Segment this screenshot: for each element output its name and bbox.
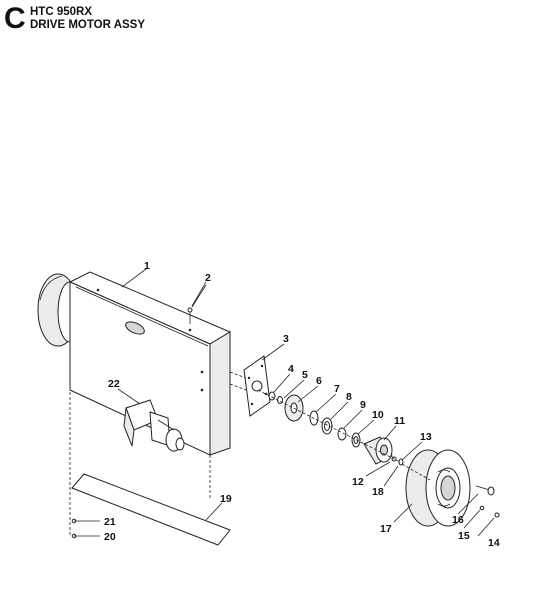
callout-2: 2	[205, 272, 211, 284]
callout-3: 3	[283, 333, 289, 345]
callout-1: 1	[144, 260, 150, 272]
ring-8	[321, 417, 333, 435]
callout-5: 5	[302, 369, 308, 381]
model-name: HTC 950RX	[30, 6, 92, 18]
motor-housing	[68, 271, 232, 456]
coupling-11	[363, 436, 393, 465]
callout-12: 12	[352, 476, 364, 488]
callout-17: 17	[380, 523, 392, 535]
drive-motor	[123, 399, 185, 452]
callout-18: 18	[372, 486, 384, 498]
callout-9: 9	[360, 399, 366, 411]
callout-11: 11	[394, 415, 405, 427]
callout-6: 6	[316, 375, 322, 387]
callout-20: 20	[104, 531, 116, 543]
callout-22: 22	[108, 378, 120, 390]
nut-14	[494, 512, 500, 518]
diagram-title: HTC 950RX DRIVE MOTOR ASSY	[30, 6, 145, 32]
washer-13	[398, 458, 404, 466]
callout-4: 4	[288, 363, 294, 375]
callout-10: 10	[372, 409, 384, 421]
callout-7: 7	[334, 383, 340, 395]
callout-19: 19	[220, 493, 232, 505]
assembly-lines	[69, 371, 431, 535]
ring-9	[337, 427, 347, 441]
bolt-4	[268, 391, 276, 401]
bolt-16	[475, 485, 495, 496]
screw-2	[187, 307, 193, 324]
callout-13: 13	[420, 431, 432, 443]
callout-14: 14	[488, 537, 500, 549]
callout-21: 21	[104, 516, 116, 528]
assembly-name: DRIVE MOTOR ASSY	[30, 19, 146, 31]
drive-wheel	[405, 449, 471, 527]
cover-plate	[71, 473, 231, 546]
callout-16: 16	[452, 514, 464, 526]
mounting-plate	[243, 355, 271, 417]
callout-8: 8	[346, 391, 352, 403]
section-letter: C	[4, 2, 26, 35]
leader-lines	[74, 268, 495, 537]
washer-15	[479, 505, 485, 511]
callout-labels: 1 2 3 4 5 6 7 8 9 10 11 12 13 14 15 16 1…	[104, 260, 500, 549]
callout-15: 15	[458, 530, 470, 542]
